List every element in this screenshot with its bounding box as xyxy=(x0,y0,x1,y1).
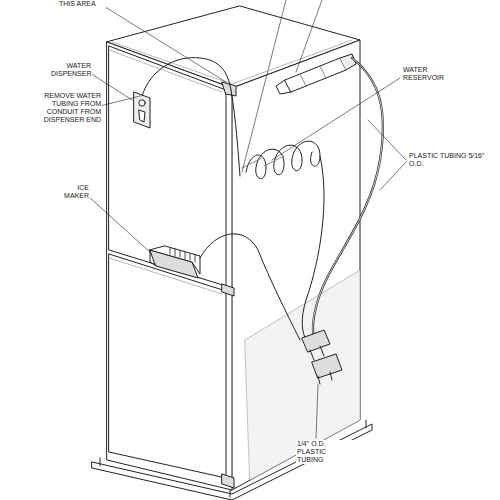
part-label: WATER RESERVOIR xyxy=(402,66,444,82)
part-label: PLASTIC TUBING 5/16" O.D. xyxy=(408,152,496,168)
part-label: REMOVE WATER TUBING FROM CONDUIT FROM DI… xyxy=(20,92,102,124)
part-label: ICE MAKER xyxy=(60,184,90,200)
part-label: WATER DISPENSER xyxy=(50,62,92,78)
part-label: THIS AREA xyxy=(58,0,106,8)
part-label: 1/4" O.D. PLASTIC TUBING xyxy=(296,440,354,464)
